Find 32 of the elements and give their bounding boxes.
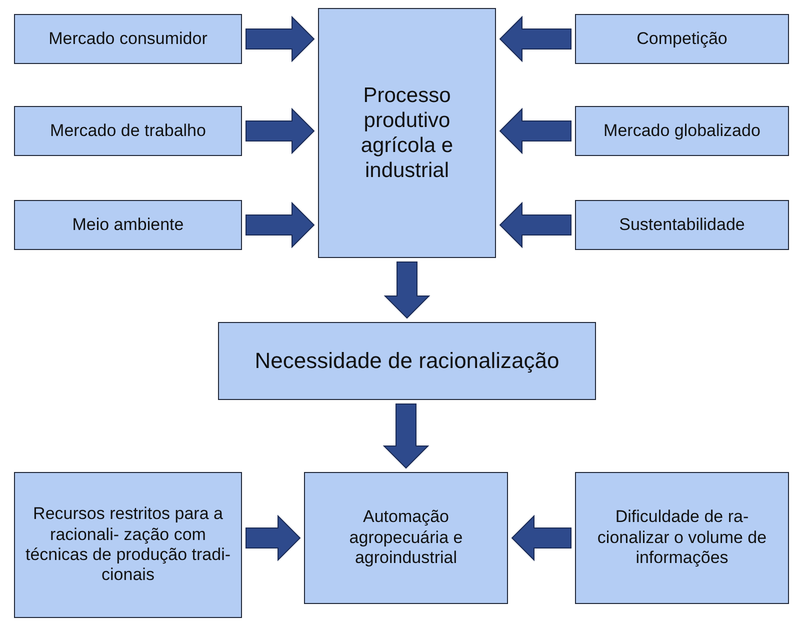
process-box <box>304 472 508 604</box>
box-label: Processo produtivo agrícola e industrial <box>360 82 454 184</box>
process-box <box>575 472 789 604</box>
process-box <box>14 472 242 618</box>
box-label: Automação agropecuária e agroindustrial <box>348 507 464 569</box>
process-box <box>14 14 242 64</box>
box-label: Mercado de trabalho <box>50 120 206 142</box>
box-label: Mercado globalizado <box>604 120 760 142</box>
block-arrow <box>246 202 315 248</box>
process-box <box>575 200 789 250</box>
box-label: Recursos restritos para a racionali- zação com técnicas de produção tradi- cionais <box>24 504 232 586</box>
block-arrow <box>384 262 430 319</box>
process-box <box>218 322 596 400</box>
block-arrow <box>246 108 315 154</box>
block-arrow <box>511 514 572 562</box>
box-label: Necessidade de racionalização <box>254 348 560 374</box>
block-arrow <box>246 514 301 562</box>
block-arrow <box>499 16 572 62</box>
block-arrow <box>246 16 315 62</box>
box-label: Sustentabilidade <box>619 214 745 236</box>
block-arrow <box>499 202 572 248</box>
box-label: Competição <box>636 28 728 50</box>
block-arrow <box>499 108 572 154</box>
process-box <box>14 200 242 250</box>
box-label: Dificuldade de ra- cionalizar o volume de informações <box>596 507 768 569</box>
process-box <box>318 8 496 258</box>
process-box <box>575 106 789 156</box>
process-box <box>14 106 242 156</box>
box-label: Meio ambiente <box>72 214 184 236</box>
process-box <box>575 14 789 64</box>
block-arrow <box>382 404 430 469</box>
box-label: Mercado consumidor <box>48 28 208 50</box>
